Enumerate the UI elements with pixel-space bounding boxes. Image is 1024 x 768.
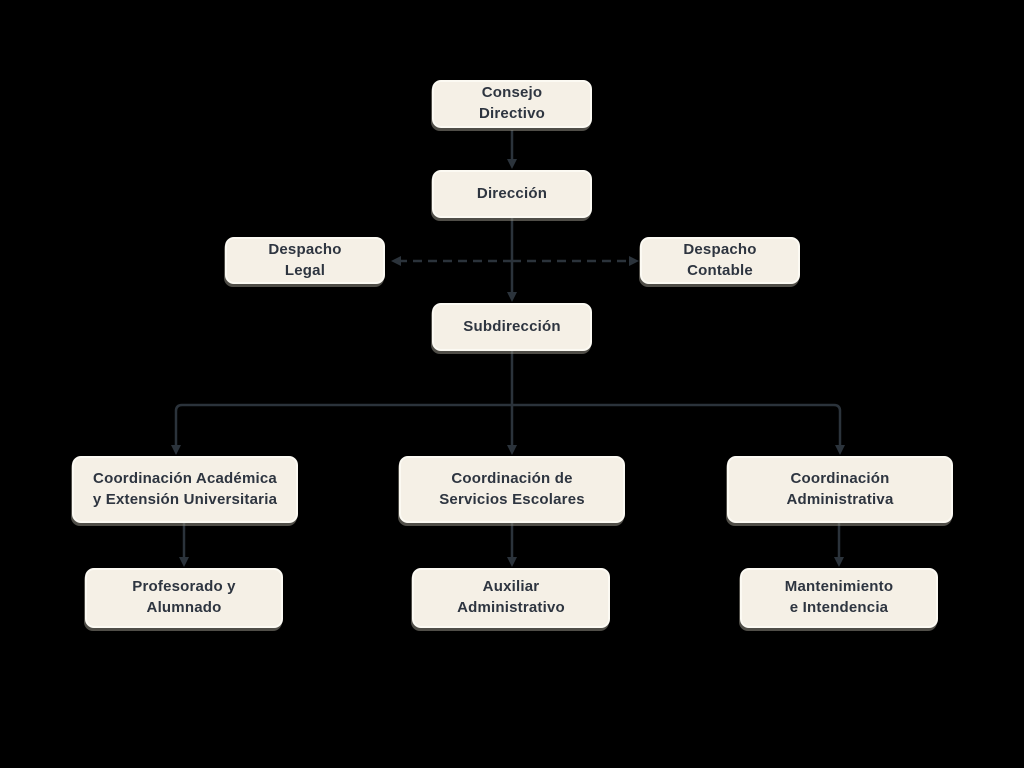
node-coordinacion-academica: Coordinación Académica y Extensión Unive…	[72, 456, 298, 523]
node-subdireccion: Subdirección	[432, 303, 592, 351]
node-coordinacion-servicios-label: Coordinación de Servicios Escolares	[439, 469, 585, 508]
node-auxiliar-administrativo: Auxiliar Administrativo	[412, 568, 610, 628]
node-consejo-directivo-label: Consejo Directivo	[479, 84, 545, 122]
node-coordinacion-administrativa: Coordinación Administrativa	[727, 456, 953, 523]
node-mantenimiento-intendencia: Mantenimiento e Intendencia	[740, 568, 938, 628]
edge-subdireccion-coordinacion-administrativa	[512, 403, 845, 455]
node-despacho-contable: Despacho Contable	[640, 237, 800, 284]
node-consejo-directivo: Consejo Directivo	[432, 80, 592, 128]
node-coordinacion-servicios: Coordinación de Servicios Escolares	[399, 456, 625, 523]
node-profesorado-alumnado-label: Profesorado y Alumnado	[132, 578, 236, 616]
node-despacho-legal-label: Despacho Legal	[268, 240, 342, 279]
node-direccion-label: Dirección	[476, 184, 548, 202]
node-despacho-contable-label: Despacho Contable	[683, 240, 757, 279]
edge-subdireccion-coordinacion-academica	[171, 403, 512, 455]
node-profesorado-alumnado: Profesorado y Alumnado	[85, 568, 283, 628]
node-coordinacion-academica-label: Coordinación Académica y Extensión Unive…	[92, 469, 278, 508]
node-auxiliar-administrativo-label: Auxiliar Administrativo	[457, 578, 565, 616]
node-despacho-legal: Despacho Legal	[225, 237, 385, 284]
node-coordinacion-administrativa-label: Coordinación Administrativa	[786, 469, 894, 508]
node-direccion: Dirección	[432, 170, 592, 218]
node-subdireccion-label: Subdirección	[463, 317, 561, 335]
node-mantenimiento-intendencia-label: Mantenimiento e Intendencia	[784, 578, 894, 616]
